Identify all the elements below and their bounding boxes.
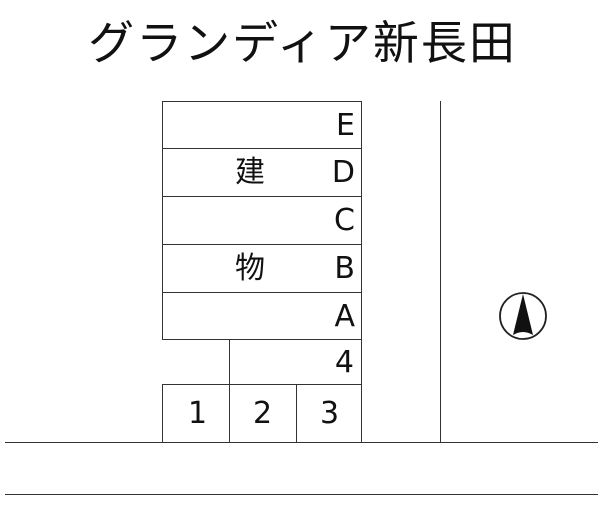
parking-space-2[interactable]: 2	[229, 384, 297, 443]
unit-label-d: D	[331, 155, 355, 190]
road-edge-top	[5, 442, 598, 443]
unit-a[interactable]: A	[162, 292, 362, 340]
unit-b[interactable]: 物 B	[162, 244, 362, 293]
unit-label-c: C	[334, 203, 355, 238]
parking-label-3: 3	[320, 396, 340, 431]
unit-e[interactable]: E	[162, 101, 362, 150]
page-title: グランディア新長田	[0, 8, 605, 78]
boundary-line-vertical	[440, 101, 441, 443]
north-arrow-icon	[498, 291, 548, 341]
unit-c[interactable]: C	[162, 196, 362, 245]
unit-d[interactable]: 建 D	[162, 148, 362, 197]
unit-label-a: A	[334, 299, 355, 334]
parking-label-2: 2	[253, 396, 273, 431]
unit-label-b: B	[334, 251, 355, 286]
parking-space-3[interactable]: 3	[296, 384, 362, 443]
building-label-bottom: 物	[235, 251, 265, 286]
building-label-top: 建	[235, 155, 265, 190]
parking-label-1: 1	[188, 396, 208, 431]
title-text: グランディア新長田	[88, 16, 517, 70]
unit-label-e: E	[336, 108, 355, 143]
parking-space-1[interactable]: 1	[162, 384, 230, 443]
road-edge-bottom	[5, 494, 598, 495]
parking-label-4: 4	[334, 345, 354, 380]
parking-space-4[interactable]: 4	[229, 339, 362, 385]
